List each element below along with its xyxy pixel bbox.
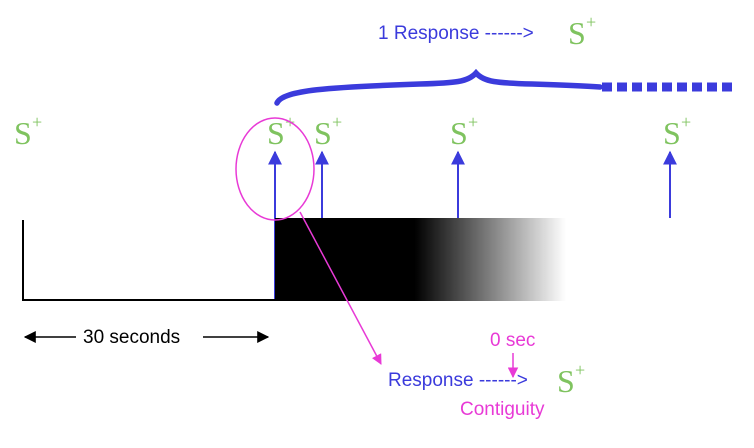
stimulus-symbol: S [14,115,32,151]
top-response-text: 1 Response ------> [378,23,534,44]
contiguity-response-text: Response ------> [388,370,528,391]
top-stimulus-superscript: + [586,12,596,32]
delay-label: 0 sec [490,330,535,351]
stimulus-symbol: S [450,115,468,151]
time-span: 30 seconds [23,327,270,348]
stimulus-marker-1: S + [14,112,42,151]
stimulus-superscript: + [32,112,42,132]
contiguity-pointer-arrow [299,211,382,365]
stimulus-marker-5: S + [663,112,691,151]
response-brace [274,68,603,106]
stimulus-superscript: + [468,112,478,132]
top-stimulus-symbol: S [568,15,586,51]
contiguity-annotation: 0 sec Response ------> S + Contiguity [388,330,585,420]
contiguity-stimulus-symbol: S [557,363,575,399]
top-response-label: 1 Response ------> S + [378,12,596,51]
contiguity-caption: Contiguity [460,399,545,420]
time-span-label: 30 seconds [83,327,180,348]
event-record-baseline [22,220,276,301]
contiguity-highlight-ellipse [235,117,315,221]
stimulus-marker-3: S + [314,112,342,151]
stimulus-symbol: S [663,115,681,151]
stimulus-symbol: S [314,115,332,151]
stimulus-superscript: + [681,112,691,132]
contiguity-stimulus-superscript: + [575,360,585,380]
response-bar [275,218,566,301]
stimulus-marker-4: S + [450,112,478,151]
stimulus-superscript: + [332,112,342,132]
stimulus-symbol: S [267,115,285,151]
